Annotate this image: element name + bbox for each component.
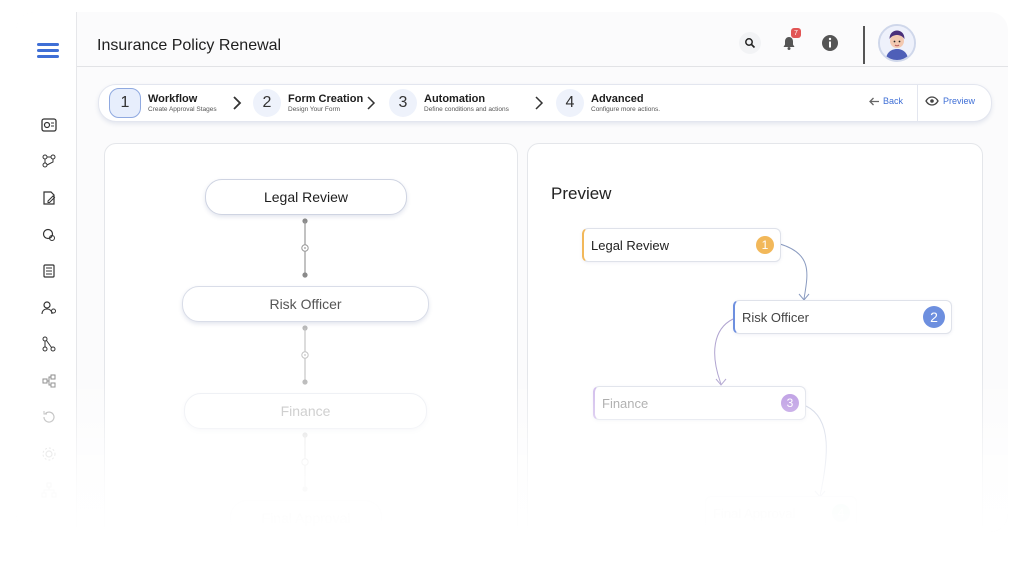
step-subtitle: Create Approval Stages [148,105,217,113]
stage-connector [301,325,309,385]
step-number: 3 [389,89,417,117]
back-label: Back [883,96,904,106]
node-number: 2 [923,306,945,328]
workflow-stepper: 1 Workflow Create Approval Stages 2 Form… [98,84,992,122]
stage-legal-review[interactable]: Legal Review [205,179,407,215]
step-automation[interactable]: 3 Automation Define conditions and actio… [389,88,509,118]
step-title: Automation [424,92,486,105]
node-label: Legal Review [591,237,670,253]
step-form-creation[interactable]: 2 Form Creation Design Your Form [253,88,363,118]
preview-button[interactable]: Preview [925,96,975,106]
stepper-divider [917,85,918,121]
history-icon[interactable] [40,408,58,426]
preview-title: Preview [551,184,612,203]
preview-node-legal-review[interactable]: Legal Review 1 [582,228,781,262]
stage-finance[interactable]: Finance [184,393,427,429]
step-subtitle: Configure more actions. [591,105,661,113]
form-edit-icon[interactable] [40,189,58,207]
preview-node-final-approval[interactable]: Final Approval 4 [705,496,857,530]
step-subtitle: Design Your Form [288,105,341,113]
workflow-icon[interactable] [40,152,58,170]
page-title: Insurance Policy Renewal [97,37,282,54]
chevron-right-icon [233,96,242,110]
info-icon[interactable] [819,32,841,54]
step-advanced[interactable]: 4 Advanced Configure more actions. [556,88,660,118]
step-title: Form Creation [288,92,364,105]
preview-node-risk-officer[interactable]: Risk Officer 2 [733,300,952,334]
preview-panel: Preview Legal Review 1 Risk Officer 2 Fi… [527,143,983,532]
step-subtitle: Define conditions and actions [424,105,509,113]
chevron-right-icon [535,96,544,110]
cog-icon[interactable] [40,445,58,463]
notification-badge: 7 [791,28,801,38]
dashboard-icon[interactable] [40,116,58,134]
stage-final-approval[interactable]: Final Approval [230,500,382,532]
user-settings-icon[interactable] [40,299,58,317]
notification-bell-icon[interactable]: 7 [778,28,801,54]
step-number: 2 [253,89,281,117]
sitemap-icon[interactable] [40,481,58,499]
node-label: Risk Officer [742,309,809,325]
sidebar [16,12,77,532]
step-title: Advanced [591,92,644,105]
arrow-left-icon [869,97,879,105]
step-workflow[interactable]: 1 Workflow Create Approval Stages [109,88,217,118]
node-number: 4 [832,504,850,522]
settings-gear-icon[interactable] [40,226,58,244]
step-number: 4 [556,89,584,117]
preview-label: Preview [943,96,976,106]
eye-icon [925,96,939,106]
hamburger-menu-icon[interactable] [37,43,59,59]
stage-risk-officer[interactable]: Risk Officer [182,286,429,322]
back-button[interactable]: Back [869,96,903,106]
header-divider [863,26,865,64]
document-list-icon[interactable] [40,262,58,280]
node-number: 3 [781,394,799,412]
step-title: Workflow [148,92,198,105]
preview-flow-connectors [714,243,827,498]
step-number: 1 [109,88,141,118]
preview-node-finance[interactable]: Finance 3 [593,386,806,420]
avatar[interactable] [878,24,916,62]
app-frame: Insurance Policy Renewal 7 1 [16,12,1008,532]
stage-connector [301,432,309,492]
search-icon[interactable] [739,32,761,54]
node-number: 1 [756,236,774,254]
stage-builder-panel: Legal Review Risk Officer Finance Final … [104,143,518,532]
top-bar: Insurance Policy Renewal 7 [77,12,1008,67]
hierarchy-icon[interactable] [40,335,58,353]
chevron-right-icon [367,96,376,110]
node-label: Final Approval [713,505,796,521]
node-label: Finance [602,395,649,411]
org-chart-icon[interactable] [40,372,58,390]
stage-connector [301,218,309,278]
